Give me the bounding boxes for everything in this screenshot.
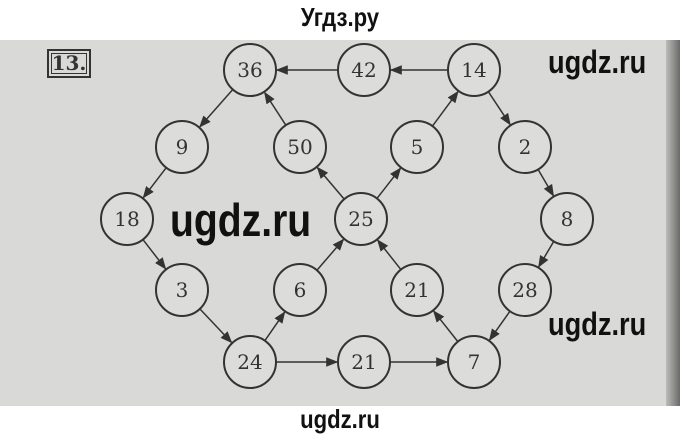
node-circle	[498, 120, 552, 174]
node-value: 8	[561, 207, 574, 231]
arrow	[316, 166, 345, 200]
arrow	[537, 169, 555, 197]
arrow	[376, 239, 402, 271]
number-node: 2	[498, 120, 552, 174]
node-value: 21	[404, 278, 429, 302]
node-circle	[273, 120, 327, 174]
number-node: 5	[390, 120, 444, 174]
watermark: ugdz.ru	[170, 194, 312, 246]
number-node: 8	[540, 192, 594, 246]
number-node: 25	[334, 192, 388, 246]
node-circle	[390, 120, 444, 174]
node-circle	[337, 43, 391, 97]
page-edge	[666, 40, 680, 406]
node-circle	[540, 192, 594, 246]
arrow	[487, 91, 511, 126]
watermark: ugdz.ru	[300, 404, 380, 434]
number-node: 18	[100, 192, 154, 246]
node-value: 3	[176, 278, 189, 302]
number-node: 3	[155, 263, 209, 317]
node-value: 50	[287, 135, 312, 159]
arrow	[142, 167, 167, 199]
node-circle	[100, 192, 154, 246]
node-circle	[447, 43, 501, 97]
node-circle	[155, 263, 209, 317]
arrow	[199, 88, 234, 128]
node-value: 18	[114, 207, 139, 231]
number-node: 42	[337, 43, 391, 97]
arrow	[488, 310, 511, 341]
arrow	[316, 238, 345, 271]
node-value: 25	[348, 207, 373, 231]
number-node: 9	[155, 120, 209, 174]
task-number: 13.	[47, 49, 91, 78]
arrow	[264, 311, 286, 342]
node-value: 9	[176, 135, 189, 159]
node-value: 42	[351, 58, 376, 82]
node-value: 6	[294, 278, 307, 302]
watermark: ugdz.ru	[548, 306, 647, 342]
node-circle	[223, 335, 277, 389]
arrow	[376, 167, 402, 199]
node-circle	[273, 263, 327, 317]
arrow	[142, 239, 167, 270]
node-value: 21	[351, 350, 376, 374]
node-circle	[498, 263, 552, 317]
number-node: 24	[223, 335, 277, 389]
number-node: 21	[337, 335, 391, 389]
number-node: 36	[223, 43, 277, 97]
number-node: 21	[390, 263, 444, 317]
arrow	[538, 240, 555, 268]
node-circle	[334, 192, 388, 246]
number-node: 50	[273, 120, 327, 174]
watermark: ugdz.ru	[548, 44, 647, 80]
arrow	[199, 308, 233, 344]
node-circle	[447, 335, 501, 389]
arrow	[264, 91, 287, 126]
node-circle	[155, 120, 209, 174]
node-circle	[390, 263, 444, 317]
arrow	[433, 310, 459, 343]
node-value: 36	[237, 58, 262, 82]
node-value: 14	[461, 58, 486, 82]
node-value: 28	[512, 278, 537, 302]
node-value: 7	[468, 350, 481, 374]
site-title: Угдз.ру	[300, 2, 380, 32]
node-value: 24	[237, 350, 262, 374]
number-node: 6	[273, 263, 327, 317]
node-circle	[337, 335, 391, 389]
node-circle	[223, 43, 277, 97]
number-node: 28	[498, 263, 552, 317]
node-value: 5	[411, 135, 424, 159]
arrow	[431, 90, 459, 127]
number-node: 7	[447, 335, 501, 389]
node-value: 2	[519, 135, 532, 159]
number-node: 14	[447, 43, 501, 97]
